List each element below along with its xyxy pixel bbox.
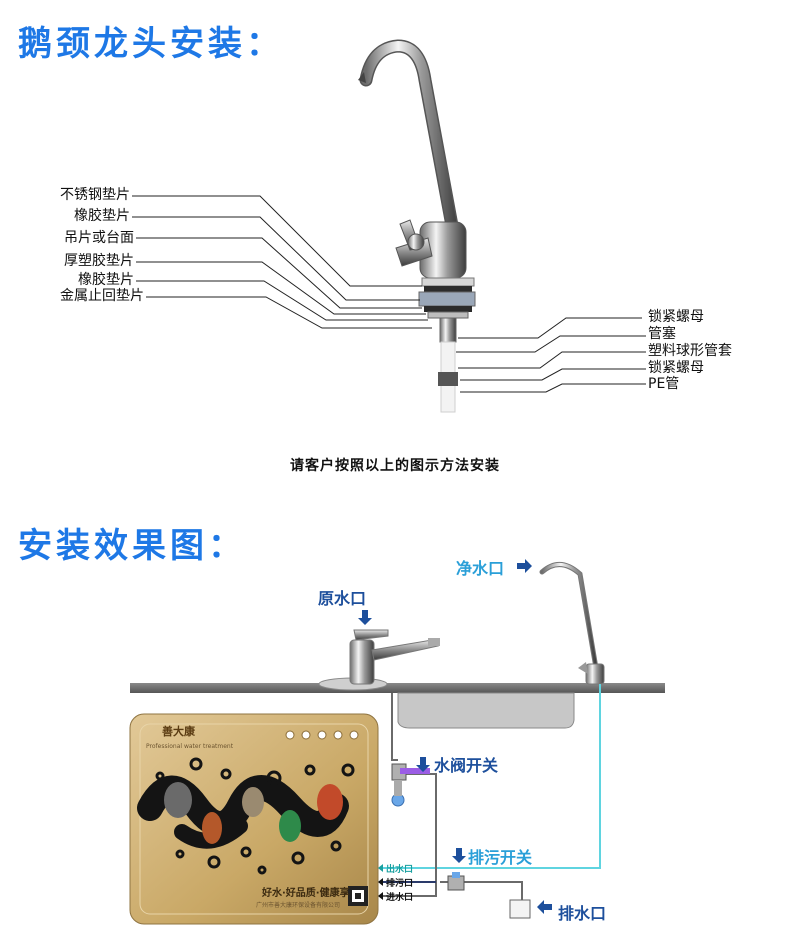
leader-lines-right [456,317,646,393]
label-rubber-washer: 橡胶垫片 [74,208,130,224]
device-brand-sub: Professional water treatment [146,743,234,750]
label-pipe-plug: 管塞 [648,326,676,342]
sink [397,692,575,729]
gooseneck-faucet [358,39,476,413]
callout-raw-water: 原水口 [318,589,367,608]
port-drain: 排污口 [386,879,414,889]
port-inlet: 进水口 [386,893,414,903]
label-mount-plate: 吊片或台面 [64,230,134,246]
water-valve [391,763,430,807]
raw-water-faucet [318,629,440,691]
label-pe-tube: PE管 [648,376,680,392]
water-purifier-device [129,713,379,925]
callout-clean-water: 净水口 [456,559,505,578]
drain-valve [447,872,465,891]
callout-valve-switch: 水阀开关 [434,756,499,775]
label-rubber-washer-2: 橡胶垫片 [78,272,134,288]
device-company: 广州市善大康环保设备有限公司 [256,902,341,909]
callout-drain-switch: 排污开关 [468,848,533,867]
install-instruction: 请客户按照以上的图示方法安装 [290,458,500,474]
drain-outlet-box [509,899,531,919]
label-ball-sleeve: 塑料球形管套 [648,343,732,359]
section-title-faucet: 鹅颈龙头安装： [18,24,284,64]
device-slogan: 好水·好品质·健康享 [262,888,350,899]
countertop [130,683,665,693]
pipes [382,684,601,900]
section-title-effect: 安装效果图： [18,526,246,566]
device-brand: 善大康 [162,725,195,738]
port-outlet: 出水口 [386,865,414,875]
clean-water-faucet [539,562,605,685]
label-lock-nut-2: 锁紧螺母 [648,360,704,376]
label-metal-check-washer: 金属止回垫片 [60,288,144,304]
label-stainless-washer: 不锈钢垫片 [60,187,130,203]
arrows [358,559,552,914]
label-lock-nut: 锁紧螺母 [648,309,704,325]
callout-drain-outlet: 排水口 [558,904,607,923]
leader-lines-left [132,195,432,329]
port-arrows [378,864,383,900]
label-thick-plastic-washer: 厚塑胶垫片 [64,253,134,269]
